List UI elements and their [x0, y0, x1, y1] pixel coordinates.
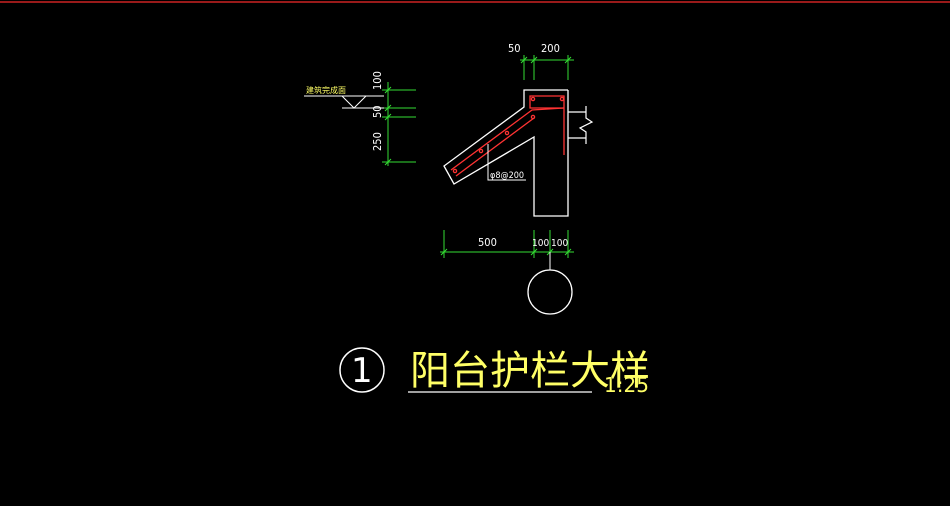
- dim-left-upper: 100: [371, 71, 384, 90]
- top-dimension: [520, 55, 574, 80]
- left-dimension: [382, 82, 416, 166]
- wall-break-line: [568, 106, 594, 144]
- rebar-leader-line: [487, 144, 526, 181]
- concrete-section: [443, 89, 569, 217]
- dim-left-middle: 50: [371, 105, 384, 118]
- rebar-dot: [504, 130, 510, 136]
- dim-bottom-right: 100: [551, 238, 568, 249]
- drawing-title: 阳台护栏大样: [410, 348, 650, 394]
- parapet-outline: [443, 89, 569, 217]
- dim-top-right: 200: [541, 42, 560, 55]
- rebar-group: [450, 95, 565, 177]
- rebar-dot: [530, 114, 536, 120]
- dim-top-left: 50: [508, 42, 521, 55]
- detail-number-circle: [339, 347, 385, 393]
- dim-bottom-left: 500: [478, 236, 497, 249]
- rebar-slope-bar: [450, 107, 565, 171]
- rebar-dot: [559, 96, 565, 102]
- rebar-dot: [452, 168, 458, 174]
- elevation-label: 建筑完成面: [306, 85, 346, 95]
- bottom-dimension: [440, 230, 574, 258]
- rebar-slope-bar-lower: [455, 117, 535, 177]
- rebar-dot: [530, 96, 536, 102]
- rebar-dot: [478, 148, 484, 154]
- detail-number: 1: [351, 351, 373, 391]
- dim-left-lower: 250: [371, 132, 384, 151]
- rebar-top-loop: [529, 95, 565, 155]
- elevation-marker: [304, 95, 384, 109]
- dim-bottom-middle: 100: [532, 238, 549, 249]
- drawing-scale: 1:25: [604, 373, 649, 397]
- rebar-label: φ8@200: [490, 171, 524, 181]
- axis-circle: [527, 269, 573, 315]
